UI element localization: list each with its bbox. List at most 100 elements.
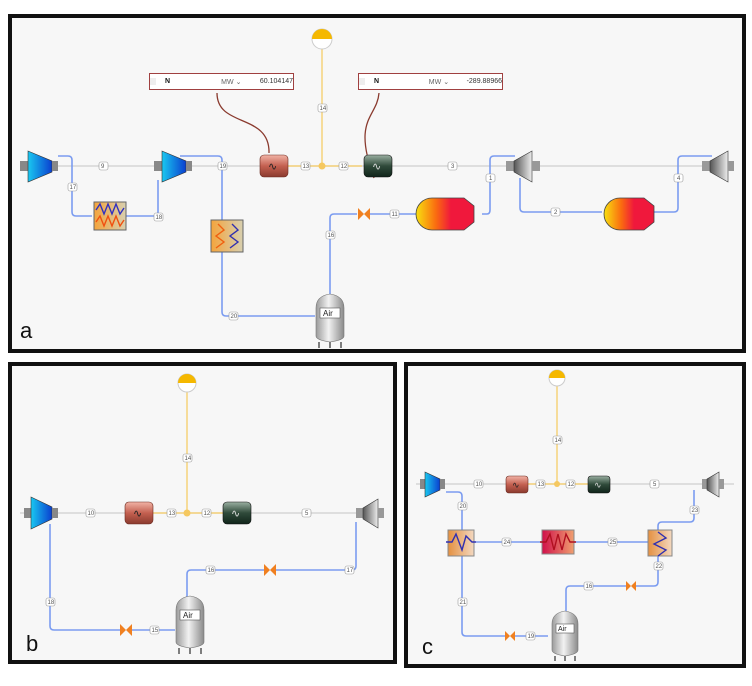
display-value: -289.88966 xyxy=(466,78,502,85)
svg-text:13: 13 xyxy=(303,164,310,170)
svg-text:23: 23 xyxy=(692,508,699,514)
svg-text:∿: ∿ xyxy=(268,161,277,173)
heat-exchanger-1-icon[interactable] xyxy=(93,201,127,231)
air-tank-icon[interactable]: Air xyxy=(551,610,579,661)
display-name: N xyxy=(359,78,429,85)
svg-text:24: 24 xyxy=(504,540,511,546)
heat-exchanger-2-icon[interactable] xyxy=(647,529,673,557)
svg-text:16: 16 xyxy=(328,233,335,239)
svg-text:19: 19 xyxy=(528,634,535,640)
air-tank-icon[interactable]: Air xyxy=(315,293,345,348)
valve-icon[interactable] xyxy=(264,564,276,576)
svg-text:∿: ∿ xyxy=(133,508,142,520)
svg-text:2: 2 xyxy=(554,210,558,216)
svg-text:22: 22 xyxy=(656,564,663,570)
svg-text:Air: Air xyxy=(183,611,193,620)
motor-icon[interactable]: ∿ xyxy=(222,501,252,525)
svg-text:∿: ∿ xyxy=(594,480,602,490)
combustor-2-icon[interactable] xyxy=(603,197,655,231)
power-junction xyxy=(554,481,560,487)
svg-text:15: 15 xyxy=(152,628,159,634)
heater-icon[interactable] xyxy=(540,529,576,555)
heat-exchanger-2-icon[interactable] xyxy=(210,219,244,253)
svg-text:13: 13 xyxy=(538,482,545,488)
power-junction xyxy=(183,509,191,517)
svg-text:21: 21 xyxy=(460,600,467,606)
turbine-1-icon[interactable] xyxy=(506,150,540,183)
svg-text:14: 14 xyxy=(185,456,192,462)
turbine-icon[interactable] xyxy=(702,471,724,498)
heat-exchanger-1-icon[interactable] xyxy=(446,529,476,557)
svg-text:Air: Air xyxy=(558,626,567,633)
power-display-2: N MW ⌄ -289.88966 xyxy=(358,73,503,90)
flowsheet-c: 10 13 12 14 5 20 24 25 23 22 16 21 19 ∿ xyxy=(416,369,734,661)
panel-b: 10 13 12 14 5 15 16 17 18 ∿ ∿ xyxy=(8,362,397,664)
display-value: 60.104147 xyxy=(259,78,293,85)
generator-icon[interactable]: ∿ xyxy=(124,501,154,525)
svg-text:13: 13 xyxy=(169,511,176,517)
svg-text:14: 14 xyxy=(555,438,562,444)
svg-text:12: 12 xyxy=(568,482,575,488)
panel-label: a xyxy=(20,318,33,343)
svg-text:5: 5 xyxy=(653,482,657,488)
stream-labels: 10 13 12 14 5 20 24 25 23 22 16 21 19 xyxy=(457,435,700,641)
panel-a: 9 17 18 19 13 12 14 3 1 11 16 20 2 4 xyxy=(8,14,746,353)
svg-text:17: 17 xyxy=(347,568,354,574)
unit-select[interactable]: MW ⌄ xyxy=(428,78,450,86)
unit-select[interactable]: MW ⌄ xyxy=(221,78,242,86)
combustor-1-icon[interactable] xyxy=(415,197,475,231)
svg-text:5: 5 xyxy=(305,511,309,517)
compressor-2-icon[interactable] xyxy=(154,150,192,183)
stream-labels: 10 13 12 14 5 15 16 17 18 xyxy=(45,453,355,635)
compressor-icon[interactable] xyxy=(24,496,58,530)
svg-text:18: 18 xyxy=(156,215,163,221)
svg-text:17: 17 xyxy=(70,185,77,191)
air-streams xyxy=(58,155,712,317)
valve-icon[interactable] xyxy=(358,208,370,220)
power-display-1: N MW ⌄ 60.104147 xyxy=(149,73,294,90)
svg-text:1: 1 xyxy=(489,176,493,182)
generator-icon[interactable]: ∿ xyxy=(505,475,529,494)
display-name: N xyxy=(150,78,222,85)
panel-label: c xyxy=(422,634,433,659)
flowsheet-b: 10 13 12 14 5 15 16 17 18 ∿ ∿ xyxy=(20,373,384,654)
generator-icon[interactable]: ∿ xyxy=(259,154,289,178)
motor-icon[interactable]: ∿ xyxy=(363,154,393,178)
flowsheet-a: 9 17 18 19 13 12 14 3 1 11 16 20 2 4 xyxy=(20,28,734,348)
signal-wire xyxy=(216,92,270,154)
svg-text:14: 14 xyxy=(320,106,327,112)
svg-text:12: 12 xyxy=(204,511,211,517)
compressor-icon[interactable] xyxy=(420,471,445,498)
compressor-1-icon[interactable] xyxy=(20,150,58,183)
turbine-2-icon[interactable] xyxy=(702,150,734,183)
svg-text:10: 10 xyxy=(88,511,95,517)
turbine-icon[interactable] xyxy=(356,498,384,529)
valve-icon[interactable] xyxy=(120,624,132,636)
air-tank-icon[interactable]: Air xyxy=(175,595,205,654)
svg-text:25: 25 xyxy=(610,540,617,546)
svg-text:12: 12 xyxy=(341,164,348,170)
motor-icon[interactable]: ∿ xyxy=(587,475,611,494)
svg-text:3: 3 xyxy=(451,164,455,170)
stream-labels: 9 17 18 19 13 12 14 3 1 11 16 20 2 4 xyxy=(67,103,684,321)
svg-text:∿: ∿ xyxy=(372,161,381,173)
svg-text:20: 20 xyxy=(460,504,467,510)
power-source-icon[interactable] xyxy=(311,28,333,50)
power-source-icon[interactable] xyxy=(177,373,197,393)
svg-text:∿: ∿ xyxy=(512,480,520,490)
svg-text:19: 19 xyxy=(220,164,227,170)
valve-icon[interactable] xyxy=(505,631,515,641)
svg-text:20: 20 xyxy=(231,314,238,320)
panel-label: b xyxy=(26,631,39,656)
svg-text:∿: ∿ xyxy=(231,508,240,520)
svg-text:9: 9 xyxy=(101,164,105,170)
svg-text:10: 10 xyxy=(476,482,483,488)
power-source-icon[interactable] xyxy=(548,369,566,387)
svg-text:18: 18 xyxy=(48,600,55,606)
svg-text:11: 11 xyxy=(392,212,399,218)
svg-text:Air: Air xyxy=(323,309,333,318)
svg-text:16: 16 xyxy=(586,584,593,590)
svg-text:4: 4 xyxy=(677,176,681,182)
valve-icon[interactable] xyxy=(626,581,636,591)
svg-text:16: 16 xyxy=(208,568,215,574)
